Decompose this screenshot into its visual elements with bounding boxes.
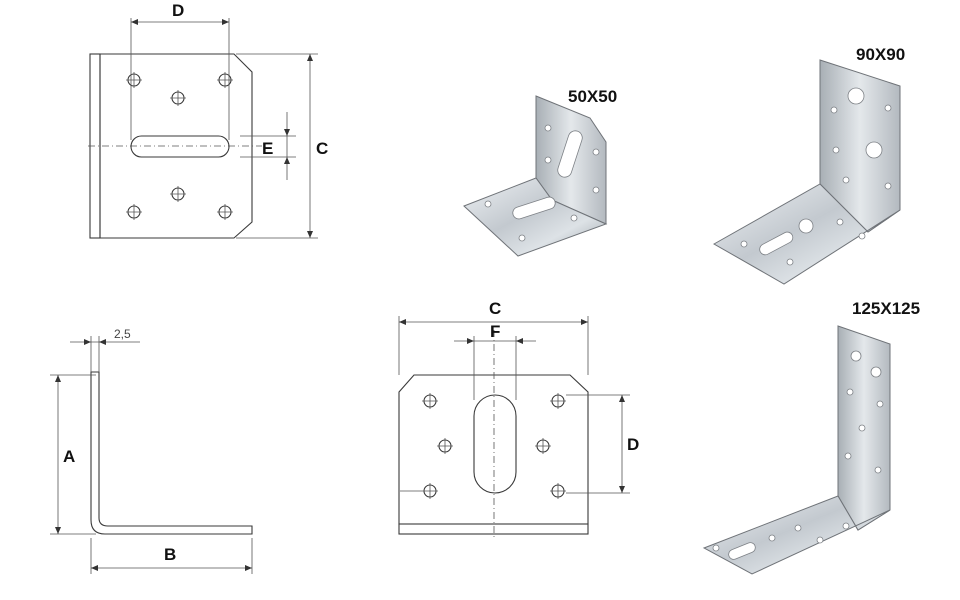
bracket-horizontal-leg: [702, 495, 891, 575]
label-f: F: [490, 322, 500, 341]
bracket-horizontal-leg: [712, 183, 901, 285]
hole: [850, 350, 862, 362]
product-125x125: 125X125: [702, 299, 920, 575]
hole: [844, 452, 852, 460]
hole: [816, 536, 824, 544]
label-a: A: [63, 447, 75, 466]
label-d-front: D: [627, 435, 639, 454]
bracket-slot: [557, 130, 583, 178]
bracket-slot: [512, 196, 556, 220]
label-d-top: D: [172, 1, 184, 20]
hole: [570, 214, 578, 222]
hole: [544, 156, 552, 164]
product-size-label: 90X90: [856, 45, 905, 64]
hole: [798, 218, 814, 234]
product-size-label: 50X50: [568, 87, 617, 106]
hole: [884, 182, 892, 190]
label-b: B: [164, 545, 176, 564]
plate-outline: [99, 53, 253, 239]
hole: [484, 200, 492, 208]
product-90x90: 90X90: [712, 45, 905, 285]
bracket-slot: [759, 231, 794, 256]
bracket-horizontal-leg: [463, 177, 608, 257]
hole: [842, 176, 850, 184]
side-profile-view: 2,5 A B: [50, 327, 253, 574]
front-holes: [400, 393, 566, 499]
hole: [836, 218, 844, 226]
slot-hole: [130, 135, 230, 158]
hole: [832, 146, 840, 154]
hole: [786, 258, 794, 266]
front-plate-outline: [398, 374, 589, 525]
hole: [544, 124, 552, 132]
hole: [876, 400, 884, 408]
hole: [846, 388, 854, 396]
label-c-top: C: [316, 139, 328, 158]
label-c-front: C: [489, 299, 501, 318]
hole: [884, 104, 892, 112]
hole: [740, 240, 748, 248]
hole: [842, 522, 850, 530]
label-thickness: 2,5: [114, 327, 131, 341]
hole: [865, 141, 883, 159]
hole: [768, 534, 776, 542]
hole: [870, 366, 882, 378]
front-bend-strip: [398, 523, 589, 535]
plan-holes: [126, 72, 233, 220]
front-hole-crosshairs: [400, 393, 566, 499]
plan-view: D E C: [88, 1, 328, 239]
hole: [858, 424, 866, 432]
hole: [830, 106, 838, 114]
hole: [794, 524, 802, 532]
hole: [592, 148, 600, 156]
angle-profile: [90, 371, 253, 535]
label-e: E: [262, 139, 273, 158]
hole: [874, 466, 882, 474]
bracket-slot: [728, 542, 756, 560]
hole-crosshairs: [126, 72, 233, 220]
hole: [858, 232, 866, 240]
hole: [592, 186, 600, 194]
product-50x50: 50X50: [463, 87, 617, 257]
front-slot-hole: [473, 394, 517, 494]
hole: [518, 234, 526, 242]
hole: [712, 544, 720, 552]
hole: [847, 87, 865, 105]
product-size-label: 125X125: [852, 299, 920, 318]
dim-e-arrows: [284, 129, 290, 164]
front-view: C F D: [398, 299, 639, 540]
dim-thk-arrows: [84, 339, 106, 345]
